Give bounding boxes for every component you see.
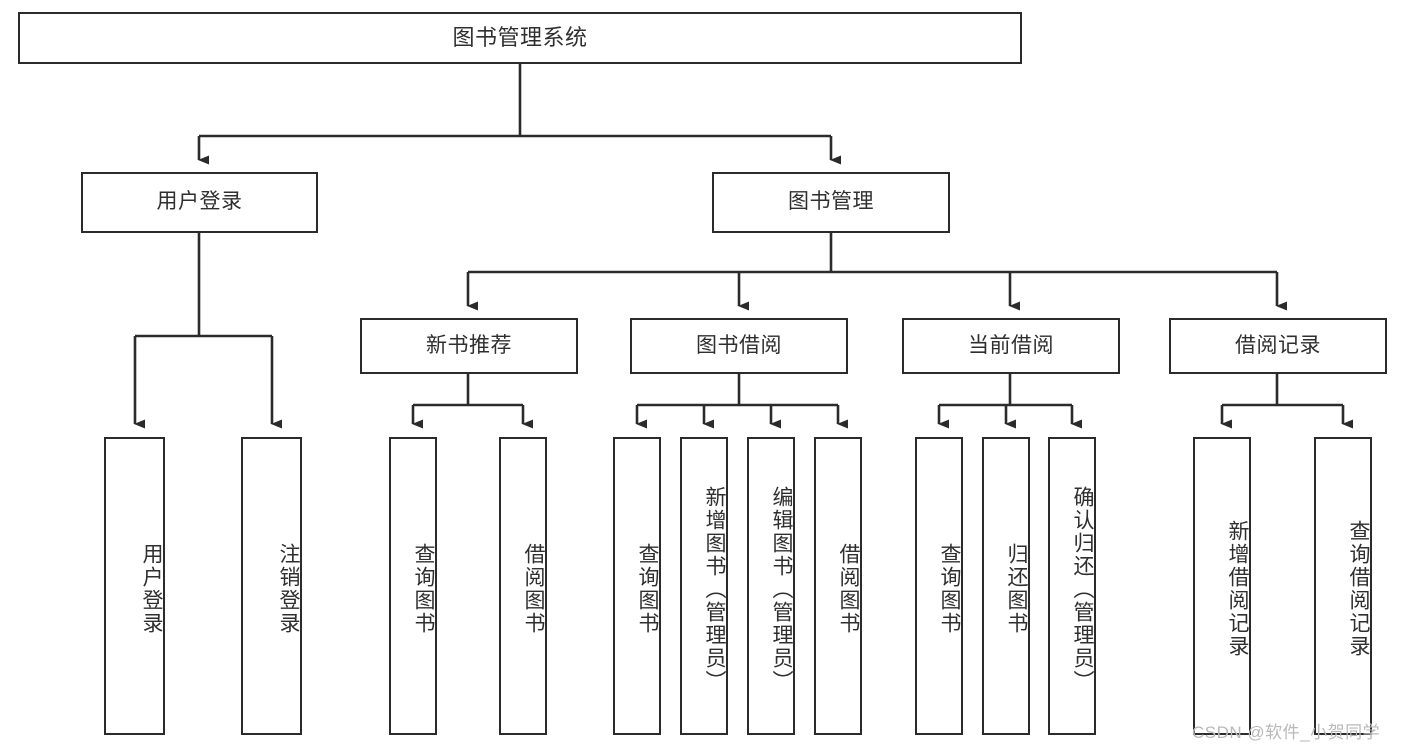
node-current-borrow[interactable]: 当前借阅 xyxy=(902,318,1120,374)
node-label: 新增借阅记录 xyxy=(1226,520,1249,658)
node-label: 查询图书 xyxy=(938,543,961,635)
node-root-system[interactable]: 图书管理系统 xyxy=(18,12,1022,64)
leaf-user-login[interactable]: 用户登录 xyxy=(104,437,165,735)
leaf-logout[interactable]: 注销登录 xyxy=(241,437,302,735)
node-label: 查询图书 xyxy=(636,543,659,635)
node-label: 注销登录 xyxy=(277,543,300,635)
node-label: 确认归还（管理员） xyxy=(1071,485,1094,693)
leaf-borrow-book[interactable]: 借阅图书 xyxy=(814,437,862,735)
leaf-add-book-admin[interactable]: 新增图书（管理员） xyxy=(680,437,728,735)
node-label: 用户登录 xyxy=(140,543,163,635)
node-label: 归还图书 xyxy=(1005,543,1028,635)
node-user-login[interactable]: 用户登录 xyxy=(81,172,318,233)
node-label: 当前借阅 xyxy=(968,333,1054,357)
node-label: 编辑图书（管理员） xyxy=(770,485,793,693)
watermark-text: CSDN @软件_小贺同学 xyxy=(1192,723,1381,742)
node-label: 新书推荐 xyxy=(426,333,512,357)
leaf-confirm-return-admin[interactable]: 确认归还（管理员） xyxy=(1048,437,1096,735)
leaf-query-borrow-record[interactable]: 查询借阅记录 xyxy=(1314,437,1372,735)
node-label: 查询借阅记录 xyxy=(1347,520,1370,658)
node-label: 借阅记录 xyxy=(1235,333,1321,357)
node-label: 新增图书（管理员） xyxy=(703,485,726,693)
node-label: 借阅图书 xyxy=(837,543,860,635)
node-label: 借阅图书 xyxy=(522,543,545,635)
node-borrow-record[interactable]: 借阅记录 xyxy=(1169,318,1387,374)
node-label: 图书借阅 xyxy=(696,333,782,357)
node-label: 图书管理系统 xyxy=(452,25,588,51)
leaf-add-borrow-record[interactable]: 新增借阅记录 xyxy=(1193,437,1251,735)
node-label: 图书管理 xyxy=(788,190,874,214)
node-label: 用户登录 xyxy=(156,190,243,214)
leaf-edit-book-admin[interactable]: 编辑图书（管理员） xyxy=(747,437,795,735)
node-book-management[interactable]: 图书管理 xyxy=(712,172,950,233)
leaf-borrow-book-newbook[interactable]: 借阅图书 xyxy=(499,437,547,735)
node-new-book-recommend[interactable]: 新书推荐 xyxy=(360,318,578,374)
leaf-query-book-borrow[interactable]: 查询图书 xyxy=(613,437,661,735)
node-book-borrow[interactable]: 图书借阅 xyxy=(630,318,848,374)
leaf-return-book[interactable]: 归还图书 xyxy=(982,437,1030,735)
node-label: 查询图书 xyxy=(412,543,435,635)
leaf-query-book-newbook[interactable]: 查询图书 xyxy=(389,437,437,735)
leaf-query-book-current[interactable]: 查询图书 xyxy=(915,437,963,735)
